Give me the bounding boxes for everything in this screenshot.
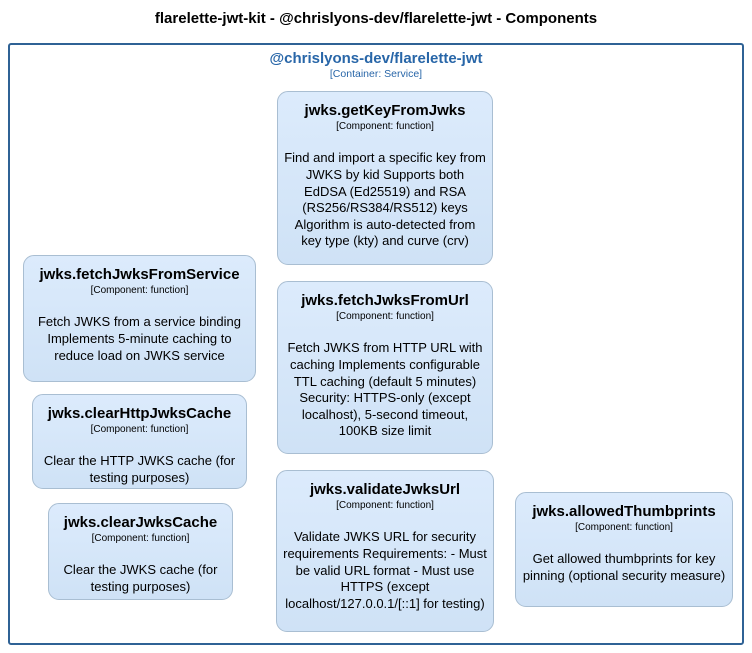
component-description: Fetch JWKS from a service binding Implem… <box>37 314 242 363</box>
component-description: Get allowed thumbprints for key pinning … <box>522 551 726 583</box>
component-node-clearHttpJwksCache[interactable]: jwks.clearHttpJwksCache [Component: func… <box>32 394 247 489</box>
diagram-title: flarelette-jwt-kit - @chrislyons-dev/fla… <box>154 10 598 27</box>
component-node-allowedThumbprints[interactable]: jwks.allowedThumbprints [Component: func… <box>515 492 733 607</box>
component-meta: [Component: function] <box>90 424 189 436</box>
component-name: jwks.clearHttpJwksCache <box>47 405 232 422</box>
component-node-validateJwksUrl[interactable]: jwks.validateJwksUrl [Component: functio… <box>276 470 494 632</box>
component-description: Clear the JWKS cache (for testing purpos… <box>63 562 218 594</box>
component-node-clearJwksCache[interactable]: jwks.clearJwksCache [Component: function… <box>48 503 233 600</box>
component-name: jwks.fetchJwksFromService <box>39 266 240 283</box>
component-meta: [Component: function] <box>336 500 434 512</box>
component-node-fetchJwksFromUrl[interactable]: jwks.fetchJwksFromUrl [Component: functi… <box>277 281 493 454</box>
component-name: jwks.allowedThumbprints <box>532 503 716 520</box>
container-boundary-meta: [Container: Service] <box>329 68 423 80</box>
component-meta: [Component: function] <box>575 522 673 534</box>
component-description: Clear the HTTP JWKS cache (for testing p… <box>43 453 236 485</box>
component-node-fetchJwksFromService[interactable]: jwks.fetchJwksFromService [Component: fu… <box>23 255 256 382</box>
component-description: Fetch JWKS from HTTP URL with caching Im… <box>287 340 483 439</box>
container-boundary: @chrislyons-dev/flarelette-jwt [Containe… <box>8 43 744 645</box>
container-boundary-title: @chrislyons-dev/flarelette-jwt <box>269 50 483 67</box>
component-description: Find and import a specific key from JWKS… <box>284 150 486 249</box>
component-name: jwks.clearJwksCache <box>63 514 218 531</box>
component-meta: [Component: function] <box>90 285 189 297</box>
component-name: jwks.validateJwksUrl <box>309 481 461 498</box>
component-meta: [Component: function] <box>91 533 190 545</box>
component-description: Validate JWKS URL for security requireme… <box>283 529 487 611</box>
component-node-getKeyFromJwks[interactable]: jwks.getKeyFromJwks [Component: function… <box>277 91 493 265</box>
component-name: jwks.getKeyFromJwks <box>304 102 466 119</box>
component-name: jwks.fetchJwksFromUrl <box>301 292 469 309</box>
component-meta: [Component: function] <box>336 121 434 133</box>
component-meta: [Component: function] <box>336 311 434 323</box>
